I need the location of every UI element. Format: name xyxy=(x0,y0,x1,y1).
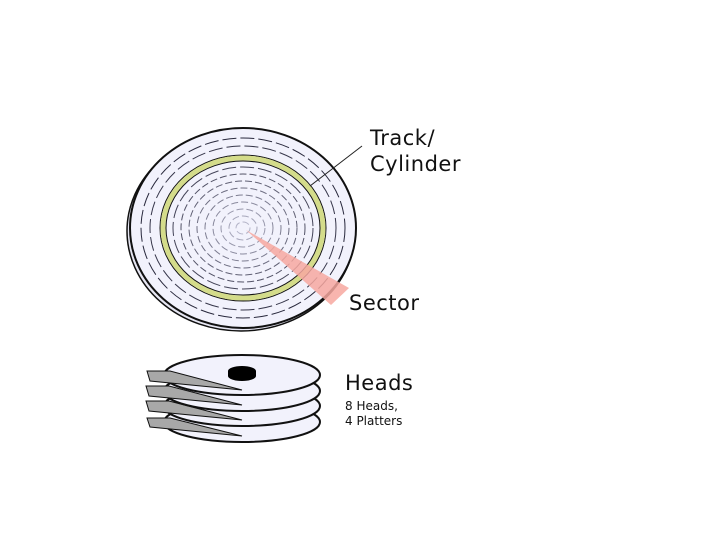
track-ring xyxy=(140,137,346,319)
heads-detail-line2: 4 Platters xyxy=(345,414,403,428)
read-write-head-icon xyxy=(145,400,243,421)
track-ring-icon xyxy=(159,154,327,302)
track-ring xyxy=(149,145,337,311)
sector-wedge-icon xyxy=(246,230,349,305)
track-ring xyxy=(235,221,251,235)
track-ring xyxy=(228,215,258,241)
track-rings xyxy=(140,137,346,319)
track-ring xyxy=(204,194,282,262)
track-ring xyxy=(212,201,274,255)
track-ring xyxy=(196,187,290,269)
read-write-head-icon xyxy=(146,370,243,391)
track-label-line1: Track/ xyxy=(370,126,436,150)
spindle-icon xyxy=(228,366,256,381)
heads-detail-line1: 8 Heads, xyxy=(345,399,398,413)
platter-stack-icon xyxy=(145,354,321,443)
track-ring xyxy=(180,173,306,283)
track-ring xyxy=(188,180,298,276)
read-write-head-icon xyxy=(146,417,243,437)
track-ring-inner-edge xyxy=(165,160,321,296)
read-write-head-icon xyxy=(145,385,243,406)
track-label-line2: Cylinder xyxy=(370,152,461,176)
sector-label: Sector xyxy=(349,291,420,315)
highlighted-track xyxy=(160,155,326,301)
track-ring xyxy=(220,208,266,248)
track-leader-line xyxy=(309,145,363,187)
heads-label: Heads xyxy=(345,371,414,395)
track-ring xyxy=(172,166,314,290)
